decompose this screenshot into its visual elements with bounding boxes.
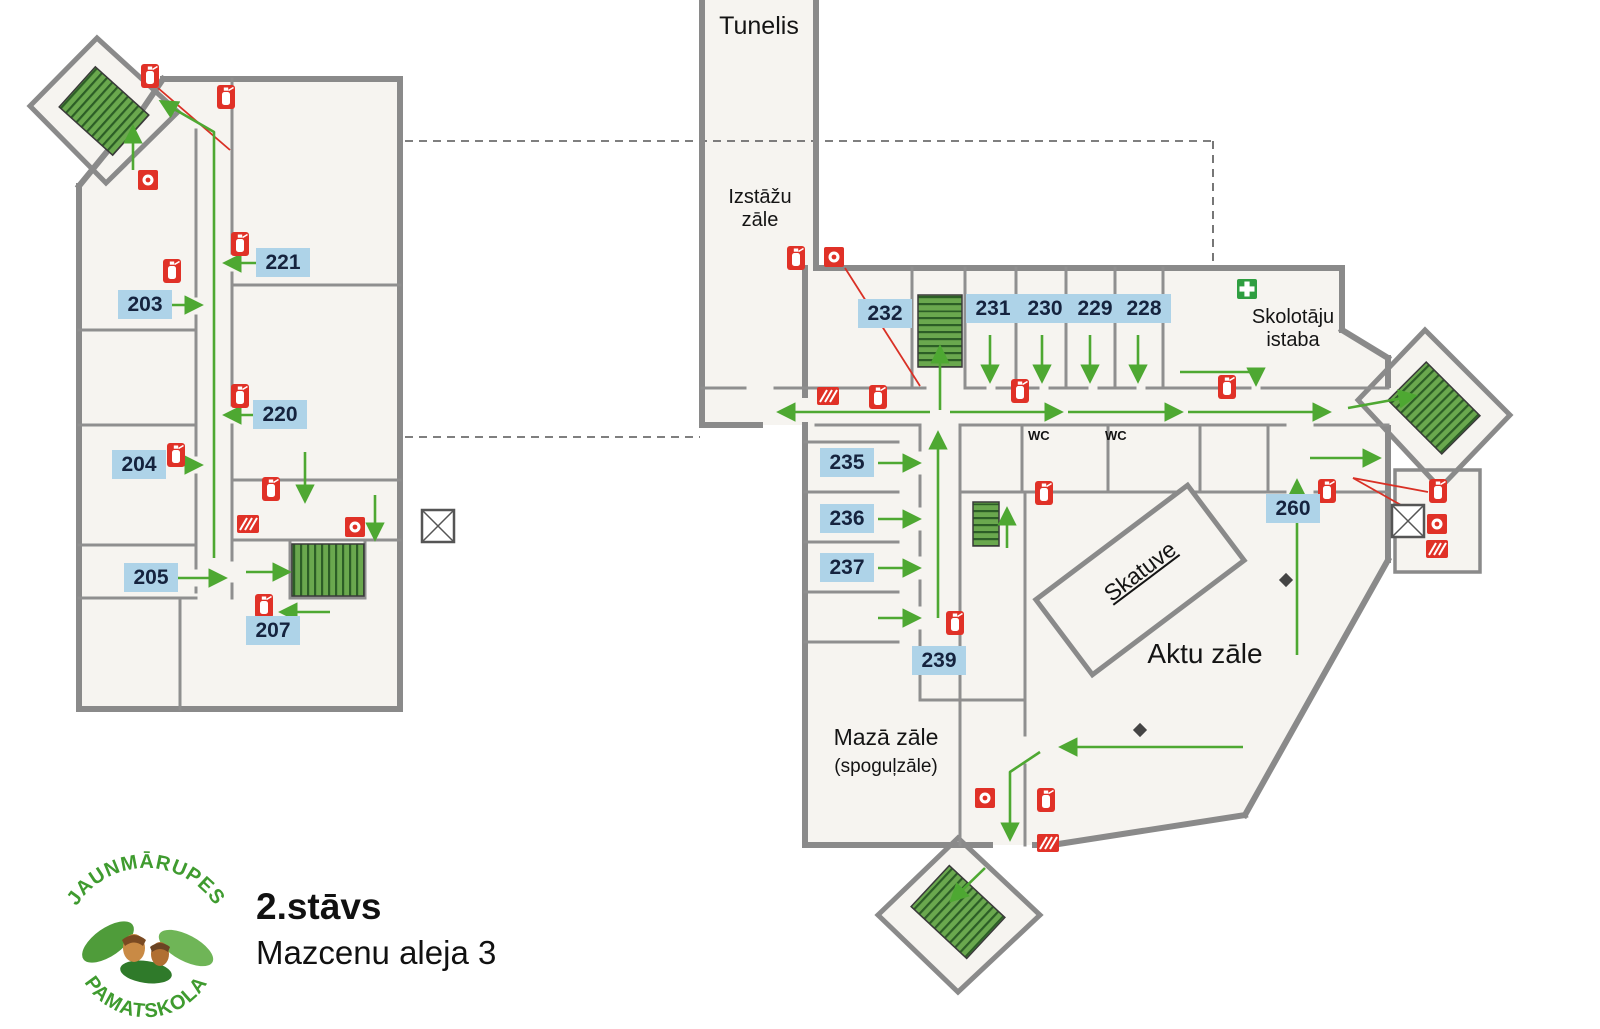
svg-text:JAUNMĀRUPES: JAUNMĀRUPES — [63, 851, 230, 909]
fire-hose-icon — [236, 514, 260, 534]
fire-alarm-icon — [824, 247, 844, 267]
fire-alarm-icon — [975, 788, 995, 808]
stage-outline — [1032, 481, 1248, 679]
teachers-room-label-line1: Skolotāju — [1251, 306, 1335, 328]
fire-extinguisher-icon — [1428, 478, 1448, 504]
stairs-icon — [1386, 360, 1482, 456]
fire-extinguisher-icon — [1034, 480, 1054, 506]
fire-extinguisher-icon — [945, 610, 965, 636]
assembly-hall-label: Aktu zāle — [1147, 638, 1263, 669]
fire-hose-icon — [1425, 539, 1449, 559]
room-label-207: 207 — [246, 616, 300, 645]
fire-alarm-icon — [138, 170, 158, 190]
room-label-203: 203 — [118, 290, 172, 319]
outer-walls — [26, 0, 1514, 996]
stairs-icon — [910, 864, 1006, 960]
room-label-230: 230 — [1018, 294, 1072, 323]
room-label-228: 228 — [1117, 294, 1171, 323]
room-label-237: 237 — [820, 553, 874, 582]
teachers-room-label-line2: istaba — [1266, 329, 1320, 351]
elevator-icon — [1390, 503, 1426, 539]
room-label-229: 229 — [1068, 294, 1122, 323]
fire-extinguisher-icon — [216, 84, 236, 110]
evacuation-arrow-icon — [1180, 367, 1266, 387]
fire-extinguisher-icon — [162, 258, 182, 284]
fire-extinguisher-icon — [1010, 378, 1030, 404]
room-label-220: 220 — [253, 400, 307, 429]
stairs-icon — [972, 501, 1000, 547]
evacuation-arrow-icon — [949, 867, 986, 903]
fire-extinguisher-icon — [786, 245, 806, 271]
small-hall-sublabel: (spoguļzāle) — [834, 756, 938, 777]
fire-hose-icon — [1036, 833, 1060, 853]
interior-walls — [77, 77, 1390, 847]
floor-title: 2.stāvs — [256, 886, 382, 927]
room-label-236: 236 — [820, 504, 874, 533]
small-hall-label: Mazā zāle — [833, 724, 939, 750]
fire-extinguisher-icon — [1217, 374, 1237, 400]
column-marker-icon — [1132, 572, 1294, 738]
fire-extinguisher-icon — [166, 442, 186, 468]
exhibition-hall-label: Izstāžu zāle — [704, 186, 816, 232]
evacuation-arrow-icon — [1000, 750, 1041, 842]
elevator-icon — [420, 508, 456, 544]
fire-extinguisher-icon — [230, 383, 250, 409]
address-title: Mazcenu aleja 3 — [256, 934, 497, 971]
fire-extinguisher-icon — [1317, 478, 1337, 504]
room-label-232: 232 — [858, 299, 912, 328]
fire-alarm-icon — [345, 517, 365, 537]
fire-extinguisher-icon — [254, 593, 274, 619]
school-logo-drawing: JAUNMĀRUPES PAMATSKOLA — [63, 851, 230, 1023]
wc-label: WC — [1028, 428, 1050, 443]
school-logo: JAUNMĀRUPES PAMATSKOLA — [46, 850, 251, 1023]
room-label-235: 235 — [820, 448, 874, 477]
logo-leaf-icon — [82, 921, 214, 984]
fire-alarm-icon — [1427, 514, 1447, 534]
first-aid-icon — [1237, 279, 1257, 299]
teachers-room-label: Skolotāju istaba — [1218, 306, 1368, 352]
room-label-231: 231 — [966, 294, 1020, 323]
room-label-221: 221 — [256, 248, 310, 277]
stairs-icon — [291, 543, 365, 597]
room-label-205: 205 — [124, 563, 178, 592]
exhibition-hall-label-line1: Izstāžu — [728, 186, 792, 208]
room-label-204: 204 — [112, 450, 166, 479]
fire-hose-icon — [816, 386, 840, 406]
fire-extinguisher-icon — [261, 476, 281, 502]
fire-extinguisher-icon — [868, 384, 888, 410]
room-label-260: 260 — [1266, 494, 1320, 523]
wc-label: WC — [1105, 428, 1127, 443]
logo-acorn-icon — [122, 934, 170, 966]
canopy-dashed-line — [405, 140, 1214, 438]
evacuation-arrow-icon — [1347, 389, 1418, 410]
logo-arc-top-text: JAUNMĀRUPES — [63, 851, 229, 909]
exhibition-hall-label-line2: zāle — [741, 209, 779, 231]
fire-extinguisher-icon — [230, 231, 250, 257]
tunnel-label: Tunelis — [719, 12, 799, 40]
fire-extinguisher-icon — [140, 63, 160, 89]
room-label-239: 239 — [912, 646, 966, 675]
fire-extinguisher-icon — [1036, 787, 1056, 813]
evacuation-arrow-icon — [158, 100, 216, 558]
